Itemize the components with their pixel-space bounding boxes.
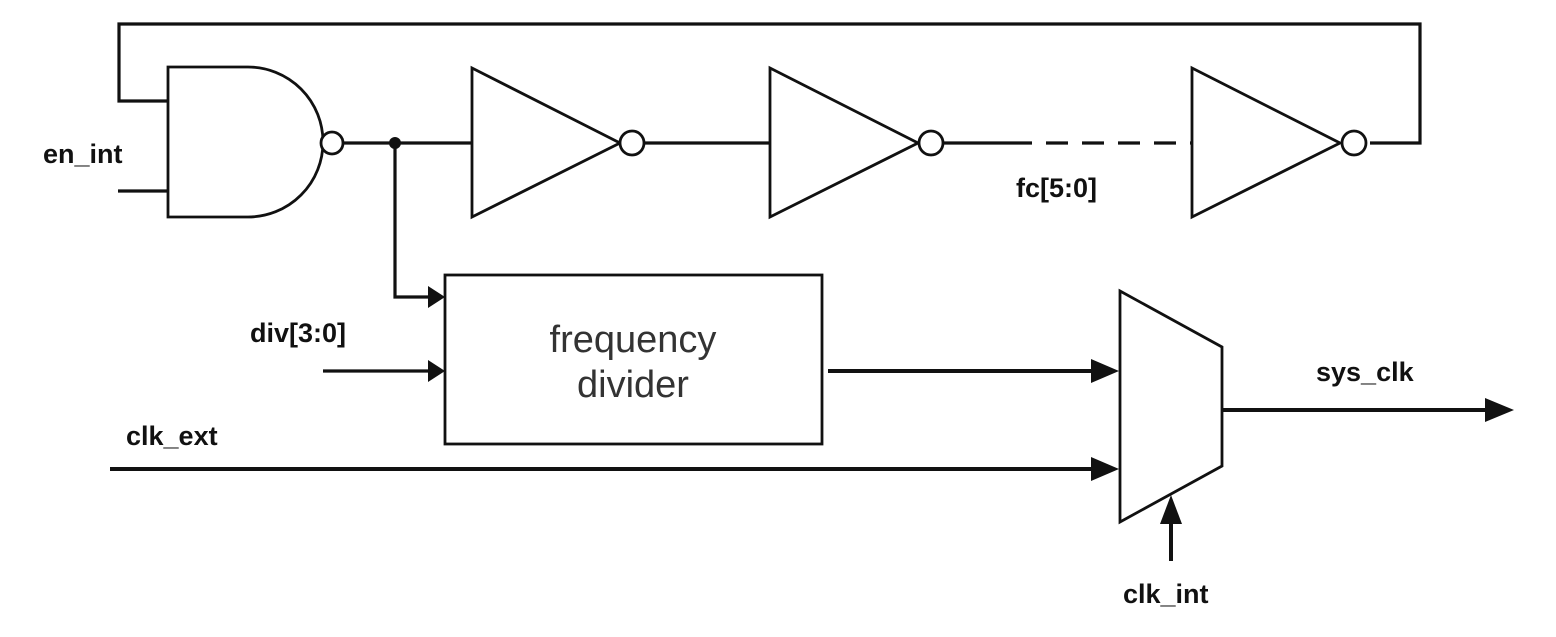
multiplexer <box>1118 288 1224 525</box>
div-input-arrow <box>428 360 445 382</box>
inverter-n-bubble <box>1340 129 1368 157</box>
clk-int-arrow <box>1160 495 1182 524</box>
inverter-1-bubble <box>618 129 646 157</box>
inverter-1 <box>470 65 624 220</box>
clk-ext-label: clk_ext <box>126 421 218 451</box>
divider-output-arrow <box>1091 359 1119 383</box>
divider-clock-arrow <box>428 286 445 308</box>
inverter-2-bubble <box>917 129 945 157</box>
en-int-label: en_int <box>43 139 123 169</box>
sys-clk-arrow <box>1485 398 1514 422</box>
nand-output-bubble <box>319 130 345 156</box>
divider-label-line2: divider <box>577 364 689 406</box>
clk-int-label: clk_int <box>1123 579 1209 609</box>
divider-clock-wire <box>393 143 430 299</box>
inverter-n <box>1190 65 1344 220</box>
clk-ext-arrow <box>1091 457 1119 481</box>
divider-label-line1: frequency <box>550 319 717 361</box>
div-label: div[3:0] <box>250 318 346 348</box>
feedback-wire <box>117 22 1422 145</box>
nand-gate <box>166 65 325 219</box>
inverter-2 <box>768 65 922 220</box>
fc-label: fc[5:0] <box>1016 173 1097 203</box>
sys-clk-label: sys_clk <box>1316 357 1415 387</box>
frequency-divider-box <box>443 273 824 446</box>
